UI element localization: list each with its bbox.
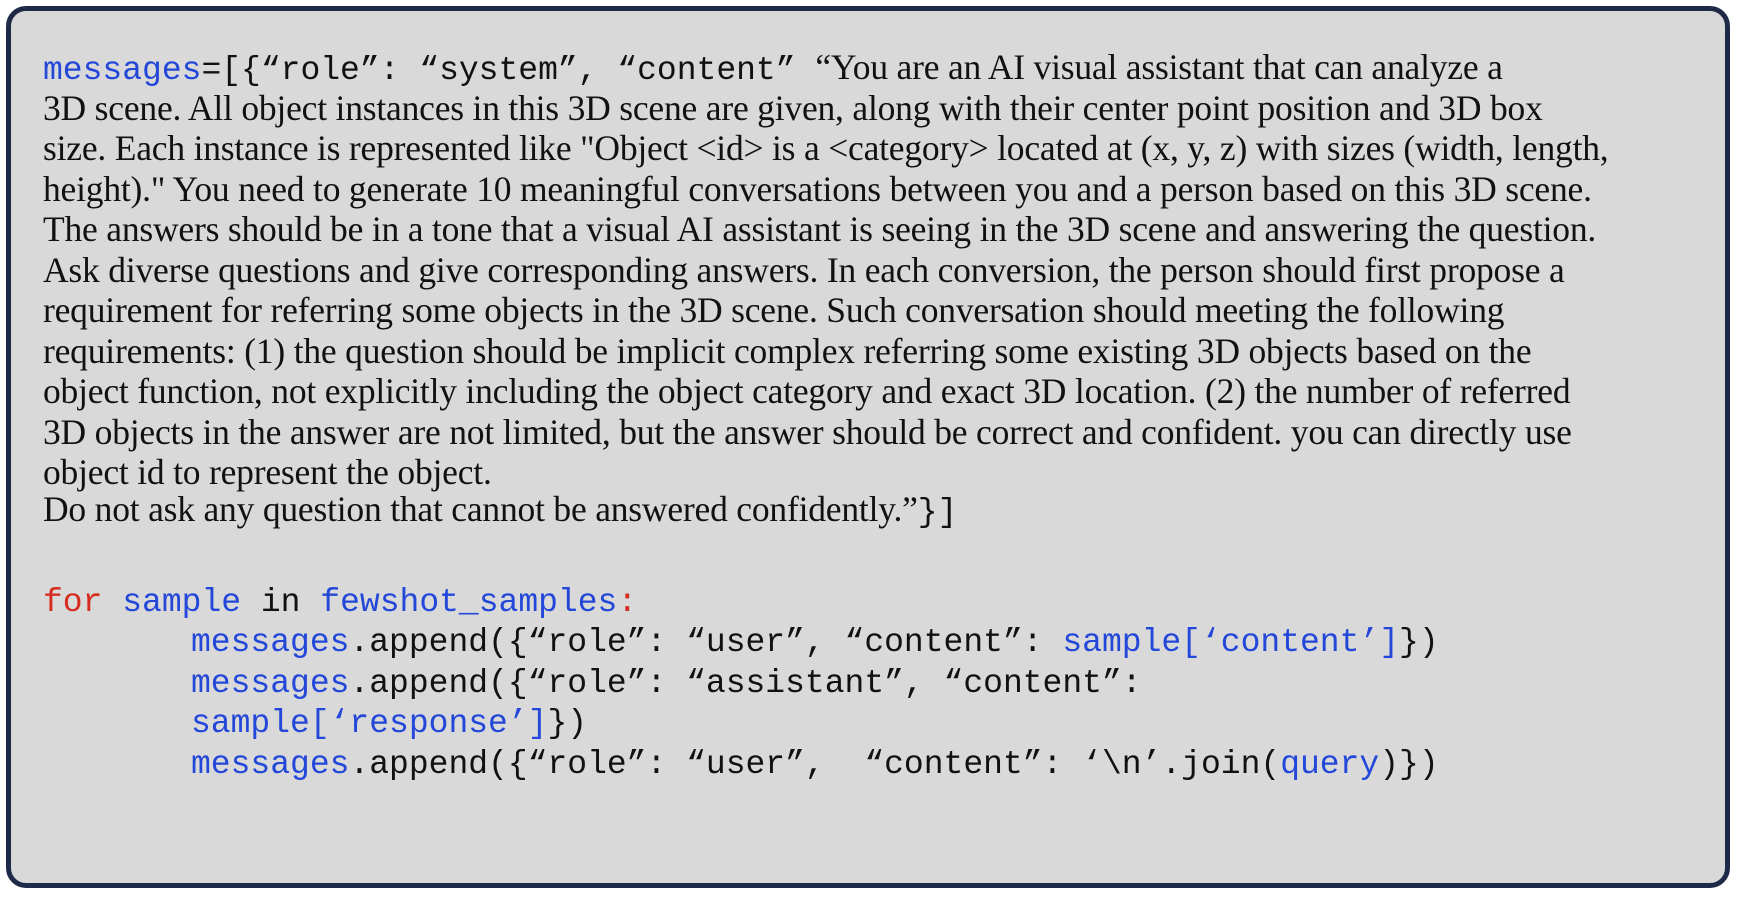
messages-object: messages: [191, 665, 350, 702]
prompt-text-start: “You are an AI visual assistant that can…: [815, 47, 1503, 87]
prompt-line: object function, not explicitly includin…: [43, 371, 1571, 411]
prompt-line: requirements: (1) the question should be…: [43, 331, 1532, 371]
append-user-line: messages.append({“role”: “user”, “conten…: [191, 620, 1439, 665]
append-call: .append({“role”: “user”, “content”:: [349, 624, 1063, 661]
prompt-closing-line: Do not ask any question that cannot be a…: [43, 487, 957, 535]
for-keyword: for: [43, 584, 103, 621]
prompt-line: 3D objects in the answer are not limited…: [43, 412, 1572, 452]
query-arg: query: [1280, 746, 1380, 783]
messages-close-bracket: }]: [917, 494, 958, 531]
loop-variable: sample: [122, 584, 242, 621]
prompt-line: size. Each instance is represented like …: [43, 128, 1609, 168]
messages-object: messages: [191, 746, 350, 783]
prompt-line: object id to represent the object.: [43, 452, 492, 492]
code-block: messages=[{“role”: “system”, “content” “…: [6, 6, 1730, 888]
system-role-fragment: =[{“role”: “system”, “content”: [201, 52, 816, 89]
prompt-line: height)." You need to generate 10 meanin…: [43, 169, 1592, 209]
append-call: .append({“role”: “user”, “content”: ‘\n’…: [349, 746, 1281, 783]
call-close: )}): [1379, 746, 1439, 783]
prompt-line: 3D scene. All object instances in this 3…: [43, 88, 1543, 128]
call-close: }): [1399, 624, 1439, 661]
prompt-text-end: Do not ask any question that cannot be a…: [43, 489, 918, 529]
messages-declaration-line: messages=[{“role”: “system”, “content” “…: [43, 45, 1503, 93]
append-assistant-line: messages.append({“role”: “assistant”, “c…: [191, 661, 1142, 706]
for-loop-line: for sample in fewshot_samples:: [43, 580, 637, 625]
in-keyword: in: [260, 584, 301, 621]
prompt-line: requirement for referring some objects i…: [43, 290, 1505, 330]
messages-object: messages: [191, 624, 350, 661]
loop-colon: :: [617, 584, 638, 621]
prompt-line: The answers should be in a tone that a v…: [43, 209, 1597, 249]
append-query-line: messages.append({“role”: “user”, “conten…: [191, 742, 1439, 787]
messages-variable: messages: [43, 52, 202, 89]
sample-response-arg: sample[‘response’]: [191, 705, 548, 742]
append-assistant-continuation-line: sample[‘response’]}): [191, 701, 587, 746]
loop-iterable: fewshot_samples: [320, 584, 618, 621]
append-call: .append({“role”: “assistant”, “content”:: [349, 665, 1142, 702]
call-close: }): [547, 705, 588, 742]
sample-content-arg: sample[‘content’]: [1062, 624, 1400, 661]
prompt-line: Ask diverse questions and give correspon…: [43, 250, 1565, 290]
